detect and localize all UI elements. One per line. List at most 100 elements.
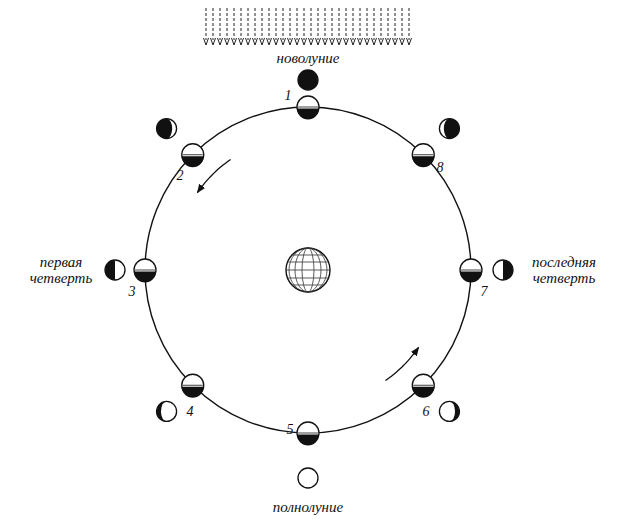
light-ray <box>339 8 340 40</box>
light-ray-head <box>225 38 230 45</box>
light-ray-head <box>302 38 307 45</box>
light-ray <box>311 8 312 40</box>
light-ray-head <box>232 38 237 45</box>
earth-parallel <box>292 255 324 256</box>
light-ray-head <box>309 38 314 45</box>
phase-label: новолуние <box>277 50 340 67</box>
earth-parallel <box>288 262 329 263</box>
light-ray-head <box>358 38 363 45</box>
light-ray-head <box>379 38 384 45</box>
light-ray <box>402 8 403 40</box>
light-ray <box>241 8 242 40</box>
orbit-direction-arrows <box>197 159 418 380</box>
orbit-moon <box>297 422 319 446</box>
light-ray-head <box>372 38 377 45</box>
light-ray <box>248 8 249 40</box>
earth-parallel <box>288 278 329 279</box>
orbit-moon <box>134 259 156 283</box>
light-ray <box>220 8 221 40</box>
light-ray-head <box>218 38 223 45</box>
light-ray-head <box>330 38 335 45</box>
phase-moon <box>298 468 318 488</box>
light-ray <box>346 8 347 40</box>
light-ray <box>269 8 270 40</box>
light-ray <box>381 8 382 40</box>
sunlight-rays <box>204 8 412 45</box>
light-ray <box>234 8 235 40</box>
light-ray-head <box>344 38 349 45</box>
callout-number: 7 <box>481 284 488 299</box>
light-ray <box>332 8 333 40</box>
lunar-orbit <box>145 107 471 433</box>
phase-moon <box>298 70 318 90</box>
callout-number: 2 <box>177 168 184 183</box>
callout-number: 8 <box>437 160 444 175</box>
phase-label: первая четверть <box>24 254 98 287</box>
light-ray-head <box>253 38 258 45</box>
light-ray <box>388 8 389 40</box>
orbit-moon <box>297 96 319 120</box>
light-ray <box>325 8 326 40</box>
light-ray-head <box>393 38 398 45</box>
orbit-moon <box>460 259 482 283</box>
light-ray-head <box>211 38 216 45</box>
orbit-moon <box>412 144 434 168</box>
light-ray <box>409 8 410 40</box>
earth-parallel <box>292 285 324 286</box>
light-ray-head <box>351 38 356 45</box>
earth-outline <box>286 248 330 292</box>
light-ray-head <box>281 38 286 45</box>
callout-number: 1 <box>285 88 292 103</box>
direction-arrow <box>197 159 230 192</box>
light-ray <box>367 8 368 40</box>
moon-phase-views <box>105 70 513 488</box>
light-ray-head <box>365 38 370 45</box>
phase-moon <box>157 119 177 139</box>
light-ray-head <box>407 38 412 45</box>
light-ray-head <box>316 38 321 45</box>
orbit-moons <box>134 96 482 446</box>
light-ray <box>297 8 298 40</box>
light-ray <box>276 8 277 40</box>
phase-moon <box>157 401 177 421</box>
light-ray <box>290 8 291 40</box>
phase-moon <box>439 401 459 421</box>
light-ray <box>374 8 375 40</box>
light-ray-head <box>260 38 265 45</box>
callout-number: 6 <box>423 404 430 419</box>
orbit-moon <box>182 374 204 398</box>
light-ray <box>318 8 319 40</box>
light-ray <box>213 8 214 40</box>
light-ray-head <box>337 38 342 45</box>
light-ray <box>255 8 256 40</box>
earth-globe <box>286 248 330 292</box>
phase-moon <box>105 260 125 280</box>
light-ray <box>304 8 305 40</box>
light-ray <box>283 8 284 40</box>
light-ray-head <box>239 38 244 45</box>
phase-moon <box>439 119 459 139</box>
callout-number: 4 <box>187 404 194 419</box>
orbit-moon <box>182 144 204 168</box>
callout-number: 3 <box>129 284 136 299</box>
light-ray-head <box>267 38 272 45</box>
light-ray-head <box>400 38 405 45</box>
light-ray-head <box>204 38 209 45</box>
light-ray-head <box>323 38 328 45</box>
light-ray <box>395 8 396 40</box>
phase-label: последняя четверть <box>520 254 608 287</box>
direction-arrow <box>385 347 418 380</box>
light-ray-head <box>295 38 300 45</box>
phase-moon <box>493 260 513 280</box>
light-ray <box>353 8 354 40</box>
orbit-moon <box>412 374 434 398</box>
callout-number: 5 <box>287 422 294 437</box>
earth-parallel <box>286 270 330 271</box>
phase-label: полнолуние <box>273 499 343 516</box>
light-ray-head <box>288 38 293 45</box>
light-ray-head <box>386 38 391 45</box>
light-ray-head <box>246 38 251 45</box>
